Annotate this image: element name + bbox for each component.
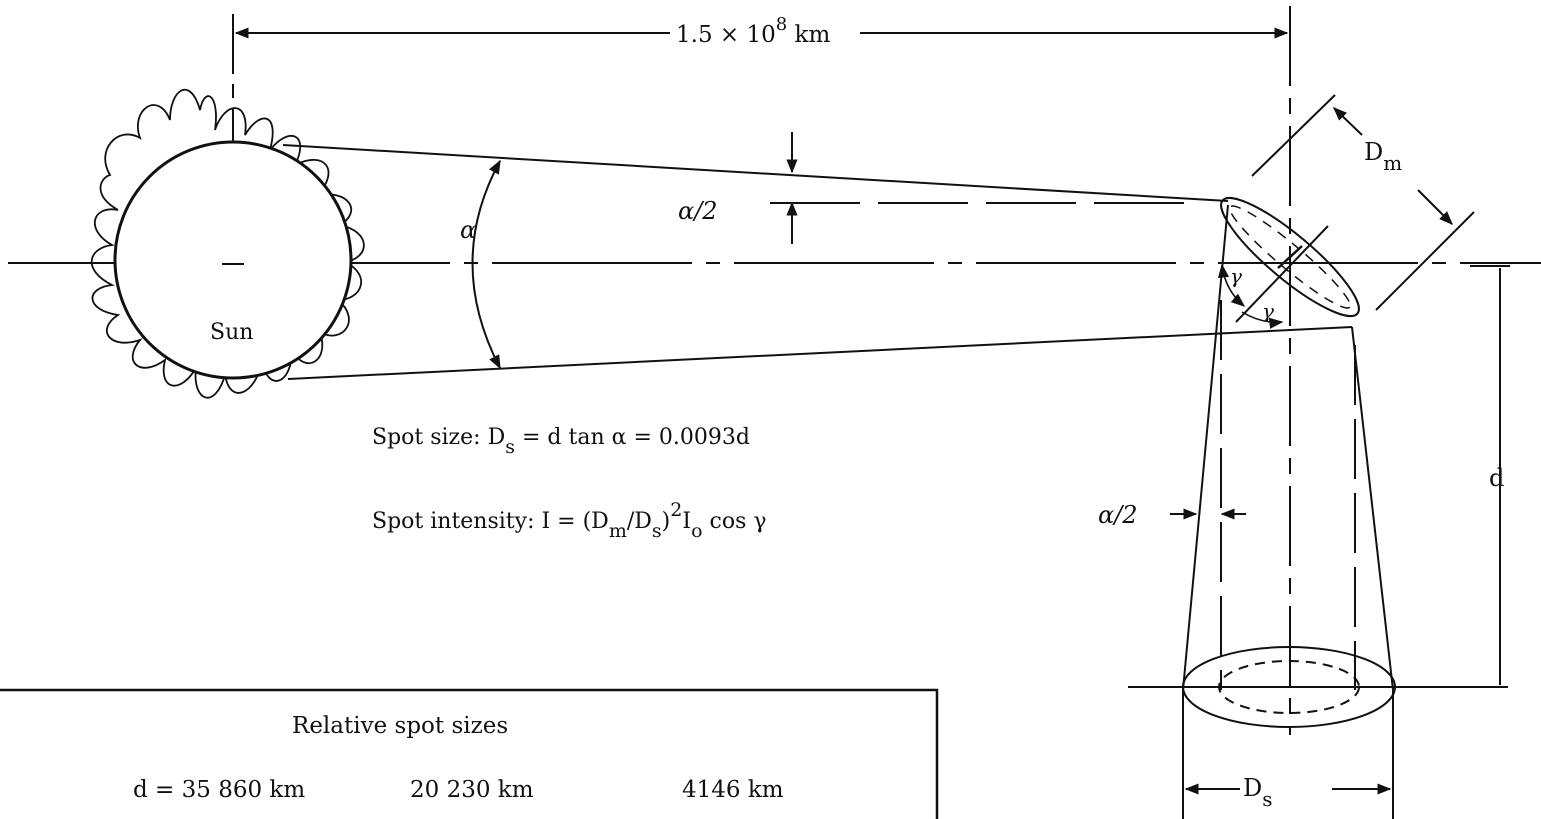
spot-size-formula: Spot size: Ds = d tan α = 0.0093d [372,425,750,458]
cone-left [1182,204,1229,691]
half-alpha-label-top: α/2 [678,197,718,225]
table-box [0,688,939,819]
spot-intensity-formula: Spot intensity: I = (Dm/Ds)2Io cos γ [372,499,767,542]
mirror-diameter-label: Dm [1364,138,1402,175]
table-value-3: 4146 km [682,777,784,803]
table-value-2: 20 230 km [410,777,534,803]
spot-ellipse [1182,646,1396,728]
gamma-label-2: γ [1262,299,1274,323]
dm-arrow-top [1332,107,1363,136]
mirror-inner-dashed [1229,205,1351,309]
dm-extension-1 [1251,94,1336,177]
table-title: Relative spot sizes [292,713,508,739]
dm-extension-2 [1375,211,1475,311]
gamma-label-1: γ [1230,264,1242,288]
sun-label: Sun [210,320,253,345]
dm-arrow-bottom [1417,189,1453,225]
sun-corona [90,88,365,399]
ray-upper [282,144,1229,202]
mirror-cross [1277,245,1303,269]
ray-lower [287,326,1353,380]
gamma-arc-2 [1241,311,1284,329]
spot-diameter-label: Ds [1243,774,1273,811]
alpha-label: α [460,216,476,244]
half-alpha-label-cone: α/2 [1098,501,1138,529]
spot-inner-dashed [1218,660,1360,714]
alpha-arc [471,159,501,370]
mirror-normal [1235,225,1329,323]
mirror-ellipse [1220,196,1360,318]
table-value-1: d = 35 860 km [133,777,305,803]
cone-right [1351,326,1394,691]
distance-label: 1.5 × 108 km [676,14,830,48]
sun-disc [113,140,353,380]
height-d-label: d [1489,464,1504,492]
